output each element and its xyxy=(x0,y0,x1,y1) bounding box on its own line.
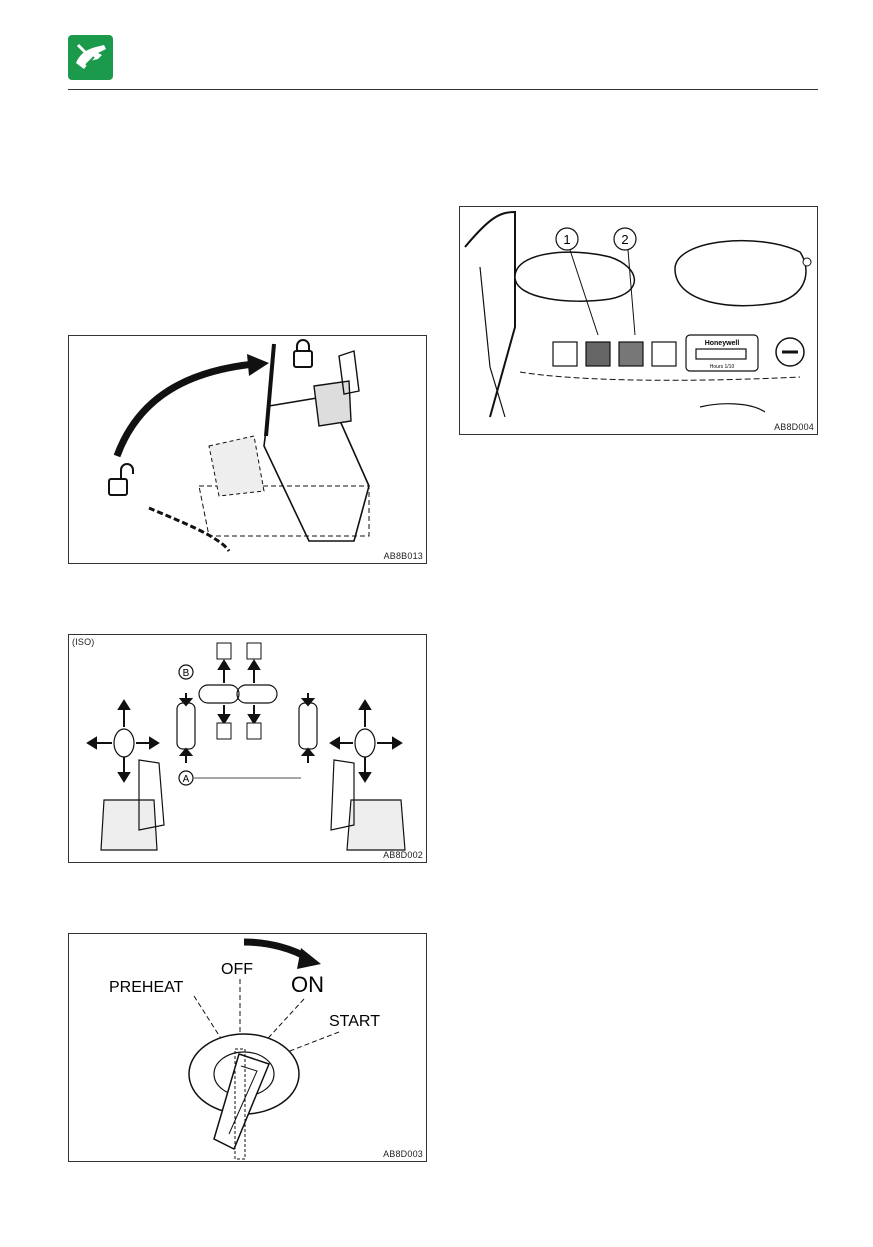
unlocked-padlock-icon xyxy=(109,464,133,495)
hand-grip-icon xyxy=(68,35,113,80)
header-rule xyxy=(68,89,818,90)
warning-lamp-1 xyxy=(553,342,577,366)
controls-illustration: A B xyxy=(69,635,426,862)
meter-caption: Hours 1/10 xyxy=(710,364,735,370)
controls-figure: (ISO) xyxy=(68,634,427,863)
figure-code: AB8D004 xyxy=(774,422,814,432)
figure-code: AB8B013 xyxy=(384,551,423,561)
meter-brand: Honeywell xyxy=(705,340,740,347)
marker-a: A xyxy=(183,774,190,785)
warning-lamp-4 xyxy=(652,342,676,366)
lock-lever-illustration xyxy=(69,336,426,563)
label-off: OFF xyxy=(221,961,253,978)
iso-label: (ISO) xyxy=(72,637,95,647)
key-switch-illustration: OFF ON PREHEAT START xyxy=(69,934,426,1161)
locked-padlock-icon xyxy=(294,340,312,367)
figure-code: AB8D002 xyxy=(383,850,423,860)
label-preheat: PREHEAT xyxy=(109,979,184,996)
panel-figure: 1 2 Honeywell Hours 1/10 AB8D004 xyxy=(459,206,818,435)
section-icon-badge xyxy=(68,35,113,80)
callout-1: 1 xyxy=(563,232,570,247)
lock-lever-figure: AB8B013 xyxy=(68,335,427,564)
battery-lamp xyxy=(586,342,610,366)
oil-pressure-lamp xyxy=(619,342,643,366)
callout-2: 2 xyxy=(621,232,628,247)
key-switch-figure: OFF ON PREHEAT START AB8D003 xyxy=(68,933,427,1162)
label-on: ON xyxy=(291,972,324,997)
figure-code: AB8D003 xyxy=(383,1149,423,1159)
panel-illustration: 1 2 Honeywell Hours 1/10 xyxy=(460,207,817,434)
label-start: START xyxy=(329,1013,380,1030)
marker-b: B xyxy=(183,668,190,679)
